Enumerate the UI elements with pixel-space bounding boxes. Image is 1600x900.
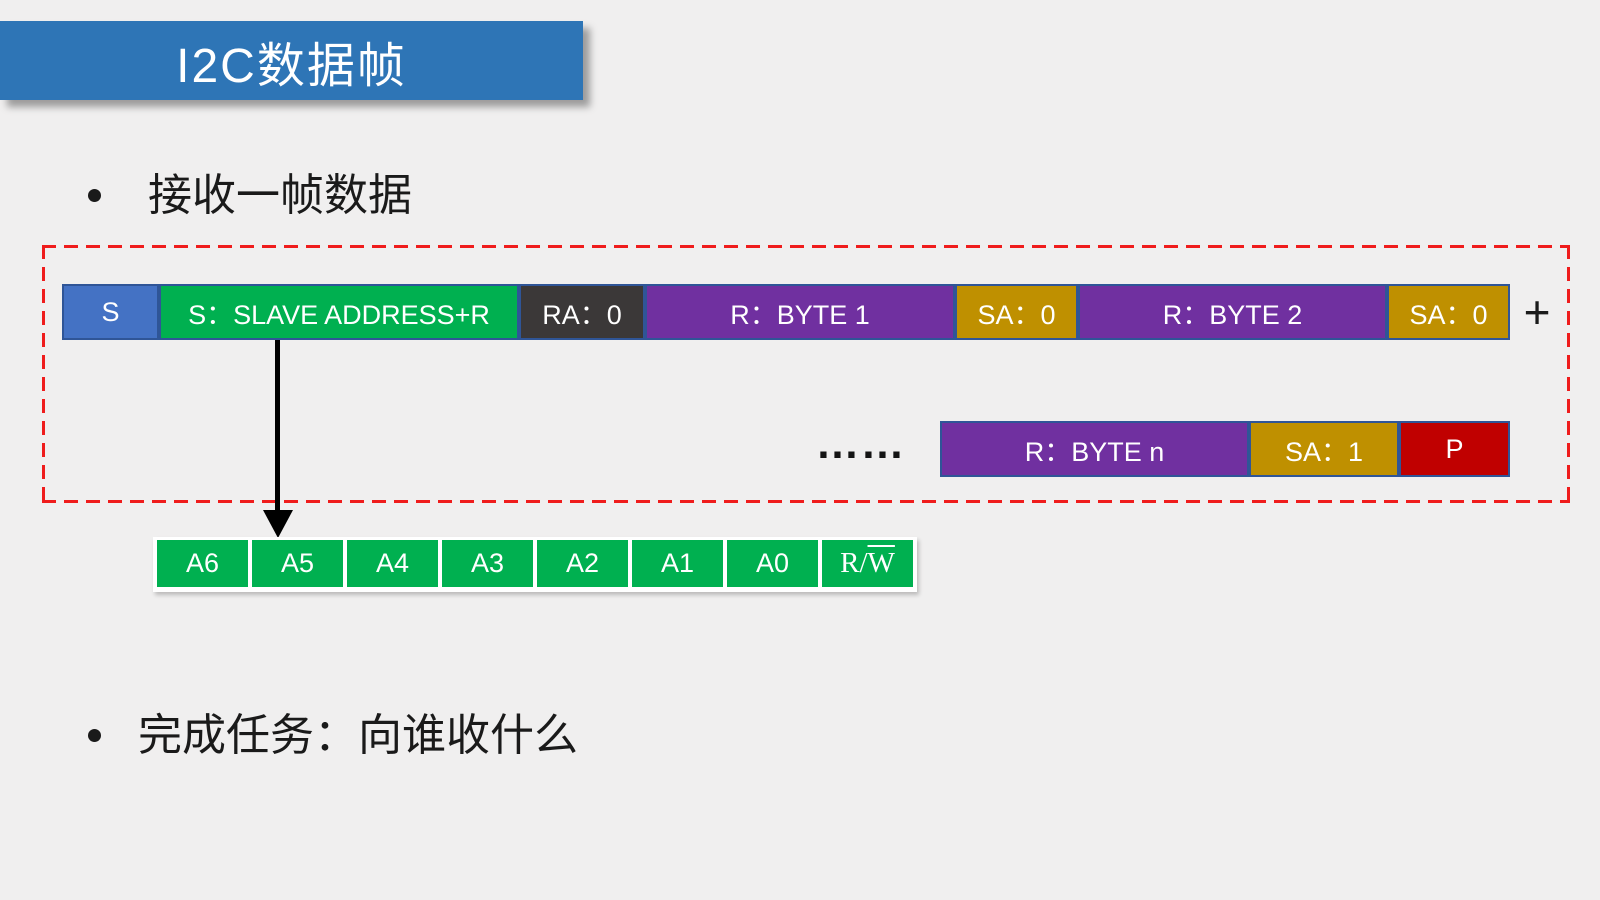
plus-sign: + [1523, 286, 1551, 338]
address-bit-a4: A4 [347, 540, 438, 587]
dashed-border-top [42, 245, 1570, 248]
segment-sa-ack-n: SA：1 [1249, 421, 1399, 477]
segment-sa-ack-1: SA：0 [955, 284, 1078, 340]
segment-byte-2: R：BYTE 2 [1078, 284, 1387, 340]
bullet-icon [88, 189, 101, 202]
segment-slave-address: S：SLAVE ADDRESS+R [159, 284, 519, 340]
address-bits-row: A6 A5 A4 A3 A2 A1 A0 R/W [153, 537, 917, 592]
segment-byte-n: R：BYTE n [940, 421, 1249, 477]
ellipsis: …… [815, 419, 906, 468]
segment-stop-p: P [1399, 421, 1510, 477]
arrow-down-shaft [275, 340, 280, 512]
bullet-item-receive: 接收一帧数据 [88, 170, 412, 222]
frame-row-2: R：BYTE n SA：1 P [940, 421, 1510, 477]
title-banner: I2C数据帧 [0, 21, 583, 100]
address-bit-a1: A1 [632, 540, 723, 587]
rw-bit-cell: R/W [822, 540, 913, 587]
frame-dashed-outline [42, 245, 1570, 503]
frame-row-1: S S：SLAVE ADDRESS+R RA：0 R：BYTE 1 SA：0 R… [62, 284, 1510, 340]
segment-start-s: S [62, 284, 159, 340]
dashed-border-bottom [42, 500, 1570, 503]
dashed-border-left [42, 245, 45, 503]
address-bit-a6: A6 [157, 540, 248, 587]
dashed-border-right [1567, 245, 1570, 503]
address-bit-a5: A5 [252, 540, 343, 587]
address-bit-a3: A3 [442, 540, 533, 587]
bullet-icon [88, 729, 101, 742]
bullet-item-task: 完成任务：向谁收什么 [88, 710, 578, 762]
rw-overlined-w: W [867, 547, 895, 579]
address-bit-a2: A2 [537, 540, 628, 587]
bullet-text-receive: 接收一帧数据 [148, 171, 412, 220]
segment-ra-ack: RA：0 [519, 284, 645, 340]
address-bit-a0: A0 [727, 540, 818, 587]
arrow-down-icon [263, 510, 293, 538]
segment-sa-ack-2: SA：0 [1387, 284, 1510, 340]
page-title: I2C数据帧 [176, 39, 407, 93]
rw-prefix: R/ [840, 547, 868, 579]
segment-byte-1: R：BYTE 1 [645, 284, 955, 340]
bullet-text-task: 完成任务：向谁收什么 [138, 711, 578, 760]
